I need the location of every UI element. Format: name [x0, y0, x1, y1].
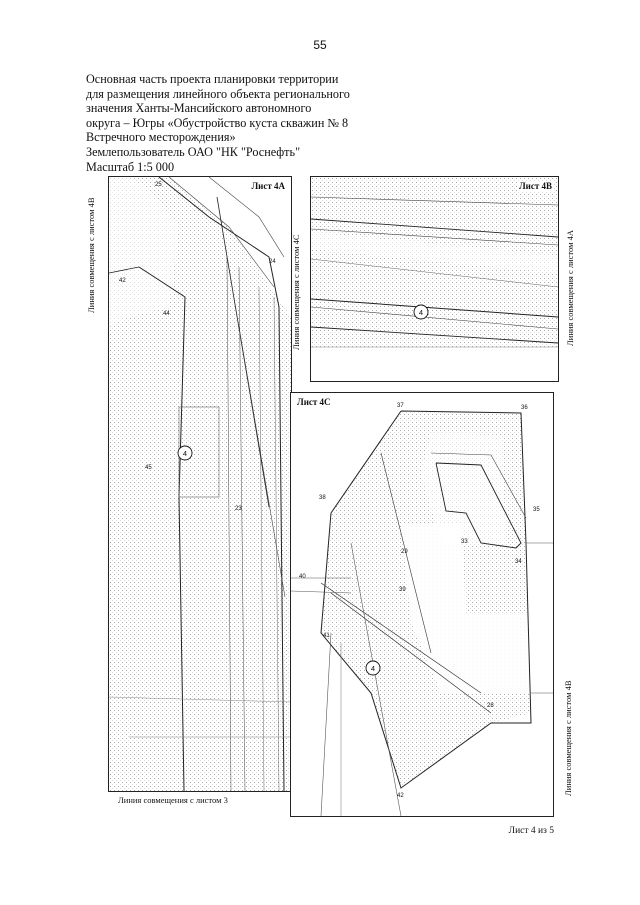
point-label-39: 39: [399, 587, 406, 593]
sheet-4b-title: Лист 4В: [516, 181, 554, 191]
point-label-34: 34: [515, 559, 522, 565]
sheet-4c-marker-text: 4: [371, 664, 375, 673]
point-label-44: 44: [163, 311, 170, 317]
sheet-4a-marker-text: 4: [183, 449, 187, 458]
sheet-4b-map: 4 Лист 4В: [310, 176, 559, 382]
sheet-4c-map: 37 36 38 35 29 33 34 40 39 41 28 42 4 Ли…: [290, 392, 554, 817]
sheet-4a-map: 25 24 42 44 45 23 4 Лист 4А: [108, 176, 292, 792]
sheet-4a-title: Лист 4А: [249, 181, 287, 191]
point-label-29: 29: [401, 549, 408, 555]
sheet-4c-title: Лист 4С: [295, 397, 333, 407]
sheet-4a-marker-circle: [177, 445, 193, 461]
header-line: Основная часть проекта планировки террит…: [86, 72, 339, 86]
header-line: Землепользователь ОАО "НК "Роснефть": [86, 144, 301, 159]
sheet-4b-drawing: 4: [311, 177, 558, 348]
header-line: Масштаб 1:5 000: [86, 159, 175, 174]
point-label-33: 33: [461, 539, 468, 545]
point-label-35: 35: [533, 507, 540, 513]
page-number: 55: [313, 38, 327, 52]
sheet-4b-marker-text: 4: [419, 308, 423, 317]
header-line: округа – Югры «Обустройство куста скважи…: [86, 115, 349, 130]
point-label-25: 25: [155, 182, 162, 188]
point-label-45: 45: [145, 465, 152, 471]
point-label-42: 42: [119, 278, 126, 284]
sheet-c-right-join-label: Линия совмещения с листом 4В: [563, 680, 573, 796]
sheet-b-left-join-label: Линия совмещения с листом 4С: [291, 234, 301, 350]
point-label-36: 36: [521, 405, 528, 411]
sheet-4c-drawing: 37 36 38 35 29 33 34 40 39 41 28 42 4: [291, 403, 553, 816]
sheet-4c-marker-circle: [365, 660, 381, 676]
point-label-28: 28: [487, 703, 494, 709]
sheet-count-label: Лист 4 из 5: [508, 826, 554, 836]
header-line: значения Ханты-Мансийского автономного: [86, 101, 312, 116]
sheet-a-bottom-join-label: Линия совмещения с листом 3: [118, 795, 228, 805]
sheet-b-right-join-label: Линия совмещения с листом 4А: [565, 230, 575, 346]
point-label-42: 42: [397, 793, 404, 799]
sheet-a-left-join-label: Линия совмещения с листом 4В: [86, 197, 96, 313]
document-header: Основная часть проекта планировки террит…: [86, 72, 386, 174]
sheet-4a-drawing: 25 24 42 44 45 23 4: [109, 177, 291, 791]
point-label-24: 24: [269, 259, 276, 265]
point-label-37: 37: [397, 403, 404, 409]
point-label-41: 41: [323, 633, 330, 639]
header-line: Встречного месторождения»: [86, 130, 236, 145]
header-line: для размещения линейного объекта региона…: [86, 86, 350, 101]
sheet-4b-marker-circle: [413, 304, 429, 320]
point-label-40: 40: [299, 574, 306, 580]
point-label-23: 23: [235, 506, 242, 512]
point-label-38: 38: [319, 495, 326, 501]
